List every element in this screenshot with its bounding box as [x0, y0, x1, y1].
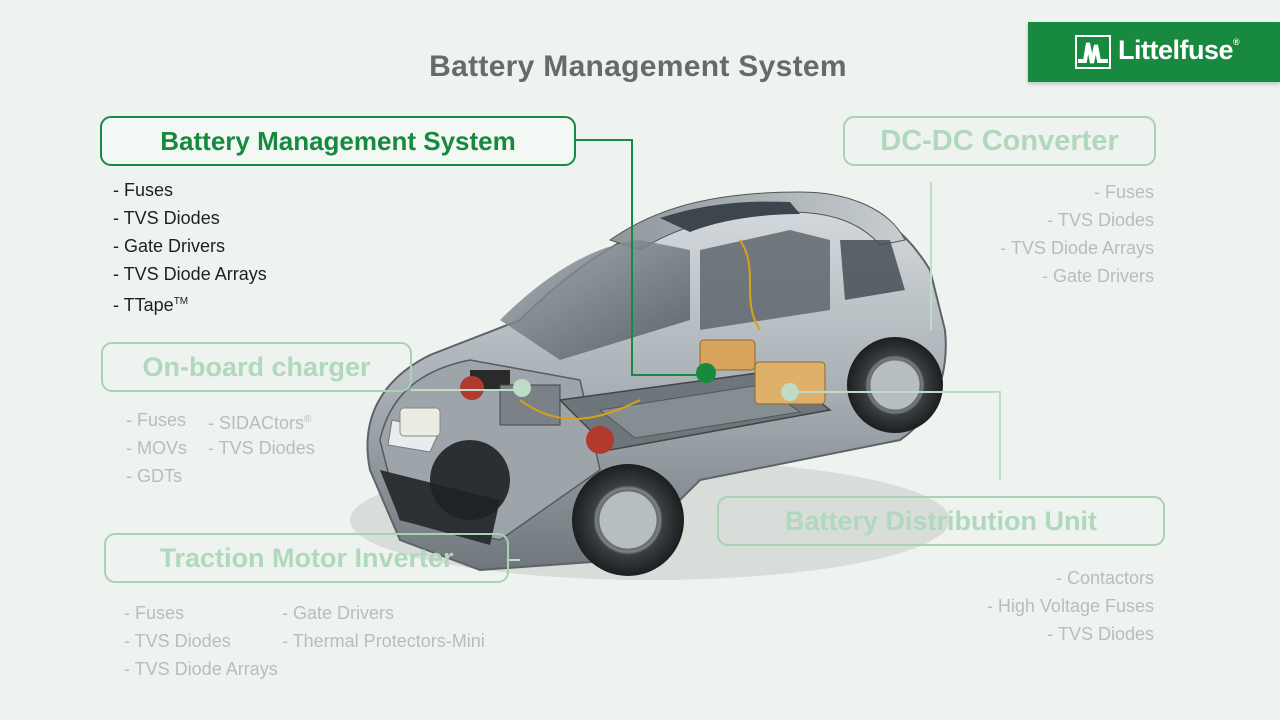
list-item: - TVS Diodes: [113, 208, 220, 228]
list-item: - Fuses: [126, 410, 187, 430]
obc-parts-list-col2: - SIDACtors® - TVS Diodes: [208, 406, 315, 462]
list-item: - Thermal Protectors-Mini: [282, 631, 485, 651]
callout-dc-dc-converter: DC-DC Converter: [843, 116, 1156, 166]
list-item: - TTapeTM: [113, 295, 189, 315]
list-item: - TVS Diodes: [1047, 624, 1154, 644]
list-item: - TVS Diodes: [208, 438, 315, 458]
tmi-parts-list-col1: - Fuses - TVS Diodes - TVS Diode Arrays: [124, 599, 278, 683]
obc-parts-list-col1: - Fuses - MOVs - GDTs: [126, 406, 187, 490]
littelfuse-logo-icon: [1075, 35, 1111, 69]
list-item: - Gate Drivers: [1041, 266, 1154, 286]
brand-logo: Littelfuse®: [1028, 22, 1280, 82]
bdu-parts-list: - Contactors - High Voltage Fuses - TVS …: [987, 564, 1154, 648]
list-item: - TVS Diode Arrays: [1000, 238, 1154, 258]
callout-traction-motor-inverter: Traction Motor Inverter: [104, 533, 509, 583]
page-title: Battery Management System: [429, 50, 847, 83]
list-item: - SIDACtors®: [208, 413, 312, 433]
list-item: - TVS Diodes: [124, 631, 231, 651]
list-item: - Gate Drivers: [282, 603, 395, 623]
bms-parts-list: - Fuses - TVS Diodes - Gate Drivers - TV…: [113, 176, 267, 316]
dcdc-parts-list: - Fuses - TVS Diodes - TVS Diode Arrays …: [1000, 178, 1154, 290]
list-item: - TVS Diode Arrays: [113, 264, 267, 284]
list-item: - Fuses: [1093, 182, 1154, 202]
callout-battery-distribution-unit: Battery Distribution Unit: [717, 496, 1165, 546]
callout-battery-management-system: Battery Management System: [100, 116, 576, 166]
list-item: - Fuses: [113, 180, 174, 200]
tmi-parts-list-col2: - Gate Drivers - Thermal Protectors-Mini: [282, 599, 485, 655]
list-item: - Fuses: [124, 603, 185, 623]
list-item: - GDTs: [126, 466, 182, 486]
list-item: - MOVs: [126, 438, 187, 458]
brand-name: Littelfuse®: [1118, 35, 1240, 65]
list-item: - Contactors: [1055, 568, 1154, 588]
list-item: - Gate Drivers: [113, 236, 226, 256]
list-item: - TVS Diode Arrays: [124, 659, 278, 679]
list-item: - TVS Diodes: [1047, 210, 1154, 230]
callout-on-board-charger: On-board charger: [101, 342, 412, 392]
list-item: - High Voltage Fuses: [986, 596, 1154, 616]
